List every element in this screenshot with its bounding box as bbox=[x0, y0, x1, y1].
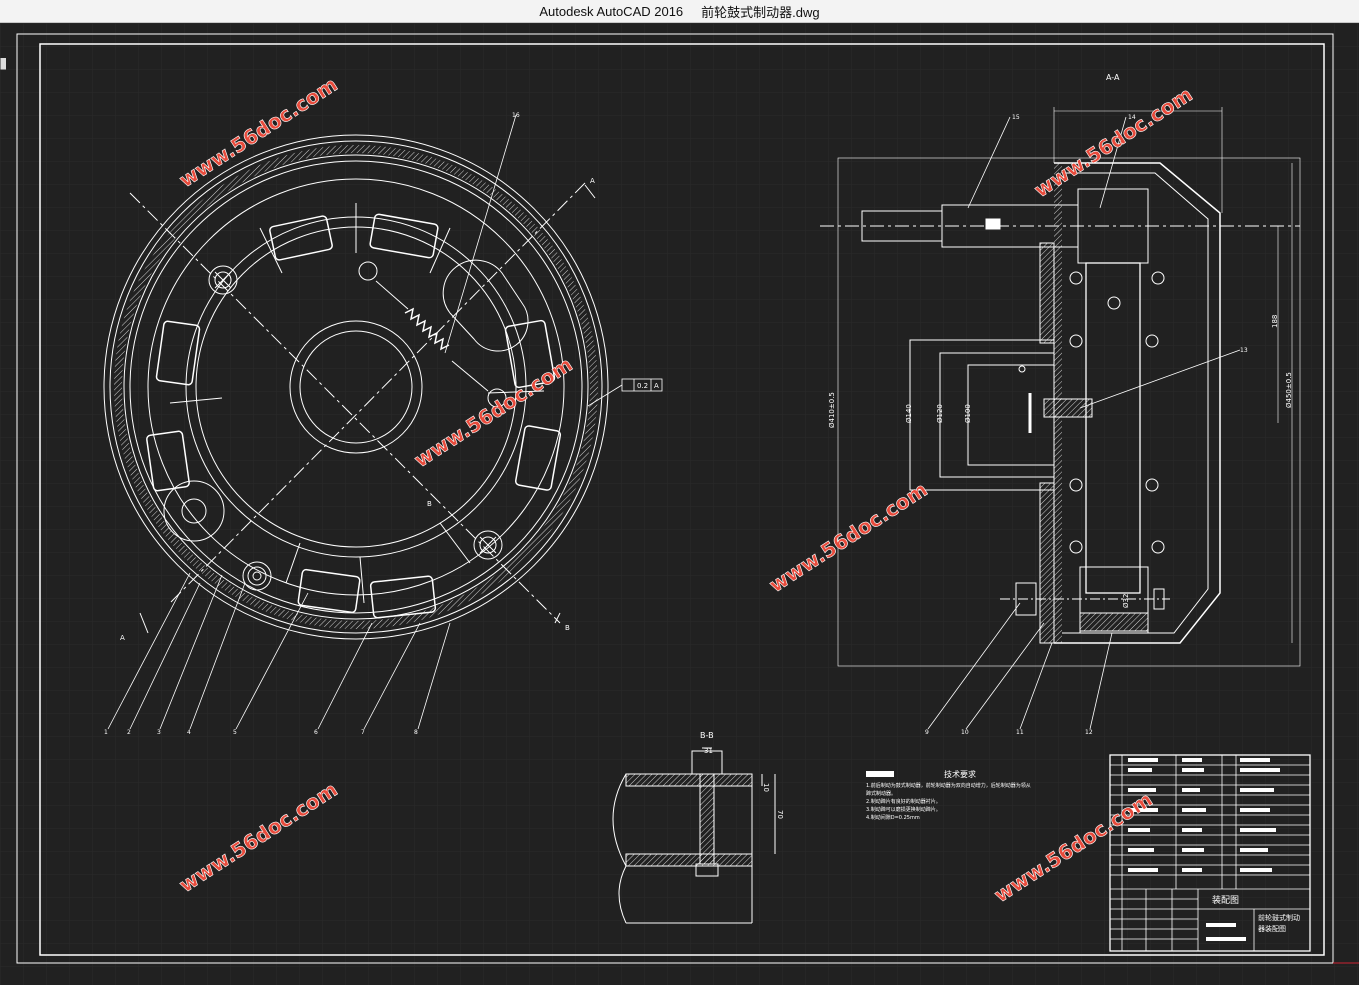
section-bb: B-B bbox=[612, 731, 776, 924]
tolerance-frame: 0.2 A bbox=[621, 378, 663, 392]
section-leaders bbox=[927, 116, 1241, 730]
svg-text:11: 11 bbox=[1016, 729, 1024, 736]
svg-text:13: 13 bbox=[1240, 347, 1248, 354]
center-lines bbox=[129, 182, 586, 624]
svg-text:Ø140: Ø140 bbox=[905, 404, 913, 423]
svg-text:B-B: B-B bbox=[700, 731, 714, 740]
section-bolts bbox=[1069, 271, 1165, 554]
svg-text:70: 70 bbox=[776, 810, 784, 819]
bb-dimensions: 31 10 70 bbox=[704, 747, 784, 819]
svg-text:6: 6 bbox=[314, 729, 318, 736]
svg-text:3: 3 bbox=[157, 729, 161, 736]
svg-text:Ø32: Ø32 bbox=[1122, 594, 1130, 608]
svg-text:A: A bbox=[120, 634, 125, 642]
front-callouts: 1 2 3 4 5 6 7 8 16 bbox=[104, 112, 520, 736]
anchor-pins bbox=[163, 259, 529, 591]
svg-text:蹄式制动器。: 蹄式制动器。 bbox=[866, 790, 896, 797]
front-leaders bbox=[107, 114, 623, 730]
svg-text:1: 1 bbox=[104, 729, 108, 736]
svg-text:Ø100: Ø100 bbox=[964, 404, 972, 423]
front-view bbox=[103, 134, 609, 640]
svg-text:16: 16 bbox=[512, 112, 520, 119]
drum-section-outline bbox=[1054, 162, 1221, 644]
hub-inner bbox=[299, 330, 413, 444]
app-title: Autodesk AutoCAD 2016 bbox=[539, 3, 684, 19]
svg-text:188: 188 bbox=[1271, 315, 1279, 328]
svg-text:1.前后制动为鼓式制动器，前轮制动器为双向自动增力，后轮制动: 1.前后制动为鼓式制动器，前轮制动器为双向自动增力，后轮制动器为领从 bbox=[866, 782, 1031, 789]
svg-text:4: 4 bbox=[187, 729, 191, 736]
svg-text:14: 14 bbox=[1128, 114, 1136, 121]
sheet-inner-border bbox=[39, 43, 1325, 956]
drawing-name-2: 器装配图 bbox=[1258, 924, 1286, 933]
hub-outer bbox=[289, 320, 423, 454]
svg-text:3.制动蹄可以磨损更换制动蹄片。: 3.制动蹄可以磨损更换制动蹄片。 bbox=[866, 806, 941, 813]
svg-text:技术要求: 技术要求 bbox=[944, 769, 976, 779]
sheet-outer-border bbox=[16, 33, 1334, 964]
svg-text:10: 10 bbox=[961, 729, 969, 736]
svg-text:12: 12 bbox=[1085, 729, 1093, 736]
section-dimensions: Ø410±0.5 Ø140 Ø120 Ø100 Ø450±0.5 188 Ø32 bbox=[828, 315, 1293, 608]
svg-text:Ø410±0.5: Ø410±0.5 bbox=[828, 392, 836, 428]
svg-text:B: B bbox=[565, 624, 570, 632]
drawing-name-1: 前轮鼓式制动 bbox=[1258, 913, 1300, 922]
svg-text:A-A: A-A bbox=[1106, 73, 1120, 82]
svg-text:B: B bbox=[427, 500, 432, 508]
svg-text:2: 2 bbox=[127, 729, 131, 736]
shoe-windows bbox=[146, 213, 562, 619]
svg-text:5: 5 bbox=[233, 729, 237, 736]
svg-text:7: 7 bbox=[361, 729, 365, 736]
drum-lining-hatch bbox=[114, 145, 598, 629]
drum-outer bbox=[103, 134, 609, 640]
title-block-fills: 装配图 前轮鼓式制动 器装配图 bbox=[1128, 758, 1300, 941]
svg-text:4.制动间隙D=0.25mm: 4.制动间隙D=0.25mm bbox=[866, 814, 920, 821]
shoe-ribs bbox=[169, 203, 545, 604]
tech-notes: 技术要求 1.前后制动为鼓式制动器，前轮制动器为双向自动增力，后轮制动器为领从 … bbox=[866, 769, 1031, 821]
return-spring bbox=[404, 307, 450, 351]
svg-text:9: 9 bbox=[925, 729, 929, 736]
drawing-canvas[interactable]: 1 2 3 4 5 6 7 8 16 A A B B 0.2 A A-A bbox=[0, 23, 1359, 985]
document-title: 前轮鼓式制动器.dwg bbox=[701, 4, 820, 20]
title-block bbox=[1109, 754, 1311, 952]
section-callouts: 15 14 13 9 10 11 12 bbox=[925, 114, 1248, 736]
section-aa: A-A bbox=[820, 73, 1301, 667]
svg-text:0.2: 0.2 bbox=[637, 382, 648, 390]
dim-envelope bbox=[837, 157, 1301, 667]
section-markers: A A B B bbox=[120, 177, 595, 642]
svg-text:10: 10 bbox=[762, 783, 770, 792]
cad-drawing: 1 2 3 4 5 6 7 8 16 A A B B 0.2 A A-A bbox=[0, 23, 1359, 985]
window-title-bar: Autodesk AutoCAD 2016 前轮鼓式制动器.dwg bbox=[0, 0, 1359, 23]
svg-text:8: 8 bbox=[414, 729, 418, 736]
drawing-kind: 装配图 bbox=[1212, 894, 1239, 906]
svg-text:Ø450±0.5: Ø450±0.5 bbox=[1285, 372, 1293, 408]
shoe-outer bbox=[147, 178, 565, 596]
svg-text:2.制动蹄片有良好的制动器衬片。: 2.制动蹄片有良好的制动器衬片。 bbox=[866, 798, 941, 805]
svg-text:15: 15 bbox=[1012, 114, 1020, 121]
svg-text:31: 31 bbox=[704, 747, 713, 755]
svg-text:Ø120: Ø120 bbox=[936, 404, 944, 423]
svg-text:A: A bbox=[654, 382, 659, 390]
svg-text:A: A bbox=[590, 177, 595, 185]
